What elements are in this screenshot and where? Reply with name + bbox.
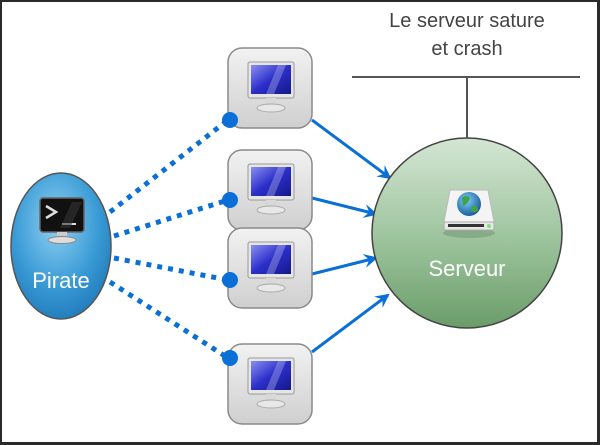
computer-monitor-icon — [247, 241, 295, 293]
attack-arrow — [311, 293, 390, 354]
zombie-computer[interactable] — [222, 149, 313, 231]
attacker-node[interactable]: Pirate — [10, 172, 112, 320]
computer-monitor-icon — [247, 357, 295, 409]
control-link — [113, 255, 229, 283]
link-endpoint-dot — [222, 192, 238, 208]
link-endpoint-dot — [222, 112, 238, 128]
attack-arrows — [311, 118, 392, 354]
server-node[interactable]: Serveur — [371, 137, 563, 329]
zombie-computer[interactable] — [222, 227, 313, 309]
zombie-computer[interactable] — [222, 47, 313, 129]
attack-arrow — [311, 254, 378, 276]
control-link — [108, 118, 230, 214]
network-drive-globe-icon — [443, 189, 495, 238]
computer-monitor-icon — [247, 61, 295, 113]
server-label: Serveur — [428, 256, 505, 281]
link-endpoint-dot — [222, 272, 238, 288]
link-endpoint-dot — [222, 350, 238, 366]
attack-arrow — [311, 196, 378, 218]
control-links — [108, 118, 230, 361]
control-link — [108, 279, 230, 361]
annotation-line-2: et crash — [431, 38, 502, 60]
terminal-monitor-icon — [39, 197, 85, 244]
control-link — [113, 197, 229, 239]
computer-monitor-icon — [247, 163, 295, 215]
attacker-label: Pirate — [32, 268, 89, 293]
annotation-line-1: Le serveur sature — [389, 10, 545, 32]
zombie-computer[interactable] — [222, 343, 313, 425]
attack-arrow — [311, 118, 392, 180]
